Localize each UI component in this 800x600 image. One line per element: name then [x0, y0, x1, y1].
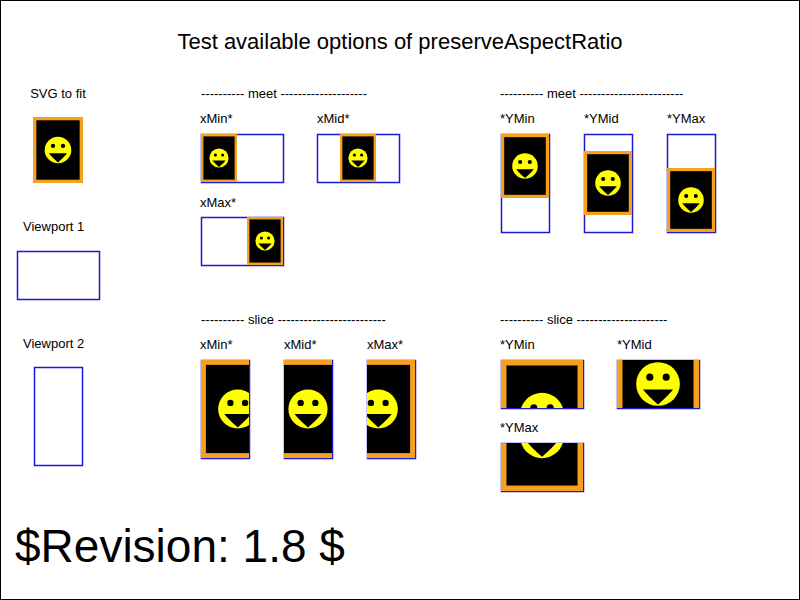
fitted-image — [248, 218, 282, 264]
fitted-image — [503, 136, 548, 197]
figure-label: Viewport 1 — [23, 220, 84, 235]
viewport-rect — [202, 218, 284, 266]
viewport-rect — [668, 135, 716, 233]
section-heading: ---------- meet ------------------------ — [500, 87, 683, 102]
viewport-rect — [318, 135, 400, 183]
section-heading: ---------- slice --------------------- — [500, 313, 667, 328]
figure-label: SVG to fit — [30, 87, 86, 102]
page-title: Test available options of preserveAspect… — [0, 29, 800, 54]
option-label: *YMin — [500, 112, 535, 127]
fitted-image — [341, 135, 375, 181]
viewport-rect — [502, 135, 550, 233]
viewport-rect — [18, 252, 100, 300]
option-label: *YMin — [500, 338, 535, 353]
option-label: xMin* — [200, 338, 233, 353]
viewport-rect — [202, 135, 284, 183]
fitted-image — [203, 362, 272, 455]
option-label: xMax* — [367, 338, 403, 353]
option-label: *YMax — [667, 112, 705, 127]
section-heading: ---------- meet -------------------- — [201, 87, 367, 102]
section-heading: ---------- slice -----------------------… — [201, 313, 386, 328]
fitted-image — [504, 384, 581, 488]
option-label: xMid* — [284, 338, 317, 353]
option-label: *YMid — [584, 112, 619, 127]
fitted-image — [274, 362, 343, 455]
fitted-image — [344, 362, 413, 455]
option-label: xMin* — [200, 112, 233, 127]
fitted-image — [202, 135, 236, 181]
svg-to-fit — [35, 119, 82, 182]
fitted-image — [669, 170, 714, 231]
option-label: *YMid — [617, 338, 652, 353]
figure-label: Viewport 2 — [23, 337, 84, 352]
fitted-image — [586, 153, 631, 214]
option-label: xMid* — [317, 112, 350, 127]
revision-text: $Revision: 1.8 $ — [15, 520, 345, 573]
option-label: xMax* — [200, 196, 236, 211]
viewport-rect — [585, 135, 633, 233]
viewport-rect — [35, 368, 83, 466]
option-label: *YMax — [500, 421, 538, 436]
